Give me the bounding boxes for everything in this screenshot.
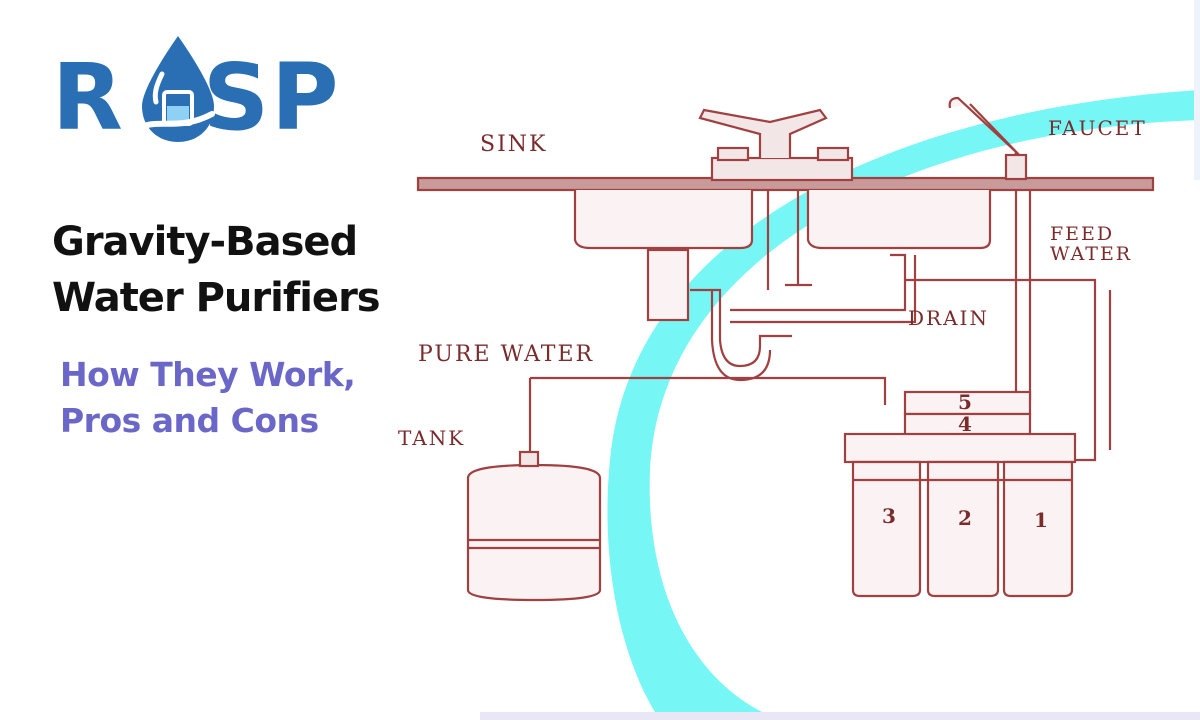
stage-number-4: 4	[958, 412, 972, 436]
bottom-border	[480, 712, 1200, 720]
subtitle: How They Work, Pros and Cons	[60, 352, 356, 444]
label-faucet: FAUCET	[1048, 116, 1147, 140]
stage-3-canister	[851, 460, 922, 598]
stage-number-3: 3	[882, 504, 896, 528]
title-line-1: Gravity-Based	[52, 219, 358, 265]
subtitle-line-1: How They Work,	[60, 355, 356, 394]
stage-number-2: 2	[958, 506, 972, 530]
storage-tank	[466, 463, 602, 602]
logo-letters-sp: SP	[202, 44, 341, 151]
sink-basin-right	[806, 190, 992, 250]
stage-number-5: 5	[958, 390, 972, 414]
stage-2-canister	[926, 460, 1000, 598]
mounting-bracket	[843, 432, 1077, 464]
stage-1-canister	[1002, 460, 1074, 598]
page-title: Gravity-Based Water Purifiers	[52, 214, 381, 326]
water-drop-icon	[141, 36, 215, 142]
label-pure-water: PURE WATER	[418, 342, 595, 367]
label-sink: SINK	[480, 132, 548, 157]
title-line-2: Water Purifiers	[52, 275, 381, 321]
subtitle-line-2: Pros and Cons	[60, 401, 319, 440]
label-drain: DRAIN	[908, 306, 989, 330]
sink-basin-left	[573, 190, 754, 250]
right-edge-strip	[1194, 0, 1200, 180]
label-tank: TANK	[398, 426, 466, 450]
stage-number-1: 1	[1034, 508, 1048, 532]
label-feed: FEED	[1050, 223, 1115, 245]
logo-letter-r: R	[52, 44, 125, 151]
label-water: WATER	[1050, 243, 1133, 265]
label-feed-water: FEED WATER	[1050, 224, 1132, 264]
